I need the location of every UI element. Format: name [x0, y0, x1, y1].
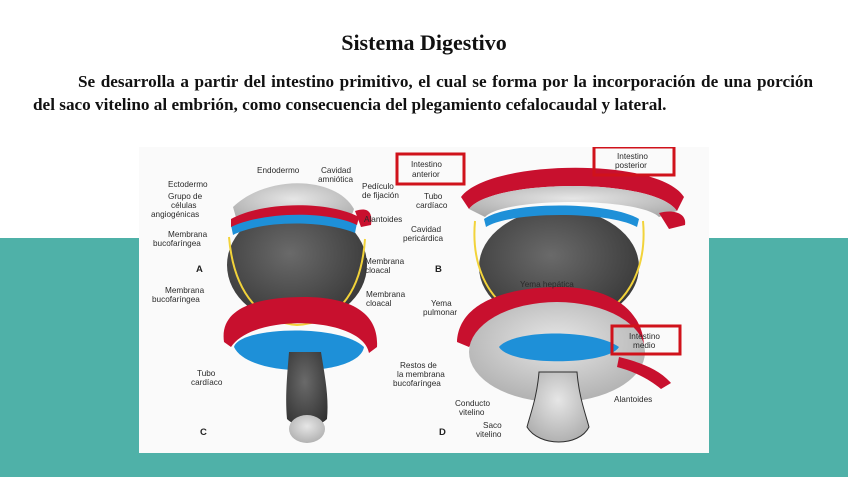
label-intestino-medio-2: medio [633, 341, 656, 350]
label-grupo-3: angiogénicas [151, 210, 199, 219]
label-intestino-posterior-1: Intestino [617, 152, 648, 161]
label-grupo-2: células [171, 201, 197, 210]
panel-label-c: C [200, 427, 207, 438]
label-alantoides-d: Alantoides [614, 395, 652, 404]
label-yema-pulmonar-1: Yema [431, 299, 452, 308]
label-intestino-anterior-1: Intestino [411, 160, 442, 169]
label-pediculo-2: de fijación [362, 191, 399, 200]
label-tubo-cardiaco-c-2: cardíaco [191, 378, 223, 387]
label-membrana-buco-a-2: bucofaríngea [153, 239, 201, 248]
label-membrana-cloacal-c-1: Membrana [366, 290, 406, 299]
label-tubo-cardiaco-c-1: Tubo [197, 369, 216, 378]
embryo-figure: Endodermo Cavidad amniótica Ectodermo Gr… [139, 147, 709, 453]
panel-label-a: A [196, 264, 203, 275]
label-tubo-cardiaco-b-1: Tubo [424, 192, 443, 201]
label-conducto-vitelino-2: vitelino [459, 408, 485, 417]
label-conducto-vitelino-1: Conducto [455, 399, 490, 408]
label-membrana-buco-c-1: Membrana [165, 286, 205, 295]
panel-label-d: D [439, 427, 446, 438]
embryo-diagram: Endodermo Cavidad amniótica Ectodermo Gr… [139, 147, 709, 453]
label-intestino-posterior-2: posterior [615, 161, 647, 170]
label-cavidad-amniotica-1: Cavidad [321, 166, 351, 175]
label-membrana-cloacal-c-2: cloacal [366, 299, 392, 308]
label-tubo-cardiaco-b-2: cardíaco [416, 201, 448, 210]
label-cavidad-amniotica-2: amniótica [318, 175, 353, 184]
label-membrana-buco-c-2: bucofaríngea [152, 295, 200, 304]
slide-title: Sistema Digestivo [0, 30, 848, 56]
panel-c [224, 297, 378, 443]
intro-paragraph: Se desarrolla a partir del intestino pri… [33, 70, 813, 116]
label-intestino-medio-1: Intestino [629, 332, 660, 341]
label-saco-vitelino-2: vitelino [476, 430, 502, 439]
panel-d [457, 287, 680, 442]
label-intestino-anterior-2: anterior [412, 170, 440, 179]
label-cavidad-pericardica-1: Cavidad [411, 225, 441, 234]
allantois-b [659, 212, 685, 230]
label-grupo-1: Grupo de [168, 192, 203, 201]
label-yema-hepatica: Yema hepática [520, 280, 574, 289]
label-membrana-cloacal-a-2: cloacal [365, 266, 391, 275]
label-ectodermo: Ectodermo [168, 180, 208, 189]
label-pediculo-1: Pedículo [362, 182, 394, 191]
label-membrana-cloacal-a-1: Membrana [365, 257, 405, 266]
label-saco-vitelino-1: Saco [483, 421, 502, 430]
label-restos-1: Restos de [400, 361, 437, 370]
label-alantoides-a: Alantoides [364, 215, 402, 224]
label-membrana-buco-a-1: Membrana [168, 230, 208, 239]
label-restos-2: la membrana [397, 370, 445, 379]
label-endodermo: Endodermo [257, 166, 300, 175]
label-yema-pulmonar-2: pulmonar [423, 308, 457, 317]
label-cavidad-pericardica-2: pericárdica [403, 234, 443, 243]
yolk-sac-c [289, 415, 325, 443]
panel-label-b: B [435, 264, 442, 275]
label-restos-3: bucofaríngea [393, 379, 441, 388]
highlight-box-intestino-anterior [397, 154, 464, 184]
